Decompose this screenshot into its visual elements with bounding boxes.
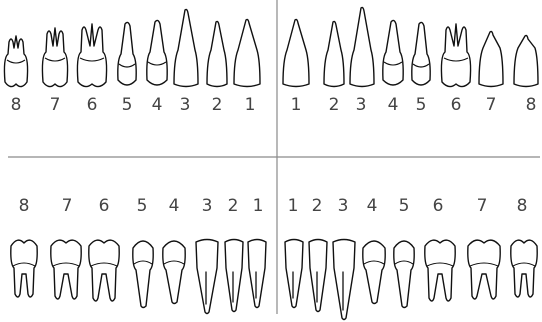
upper-left-tooth-number-7: 2 — [212, 95, 223, 115]
lower-right-tooth-number-7: 7 — [477, 196, 488, 216]
lower-right-tooth-number-8: 8 — [517, 196, 528, 216]
lower-right-tooth-8 — [511, 240, 537, 297]
upper-right-tooth-2 — [324, 21, 344, 86]
upper-left-tooth-7 — [207, 21, 227, 86]
lower-right-tooth-number-3: 3 — [338, 196, 349, 216]
lower-right-tooth-5 — [394, 241, 414, 308]
upper-right-tooth-5 — [412, 22, 430, 85]
lower-right-tooth-1 — [285, 240, 303, 308]
lower-right-tooth-2 — [309, 240, 327, 312]
upper-right-tooth-number-6: 6 — [451, 95, 462, 115]
lower-right-tooth-3 — [333, 240, 355, 320]
lower-left-tooth-7 — [225, 240, 243, 312]
upper-left-tooth-number-4: 5 — [122, 95, 133, 115]
upper-left-tooth-1 — [4, 36, 27, 87]
upper-left-tooth-number-3: 6 — [87, 95, 98, 115]
upper-left-tooth-number-6: 3 — [180, 95, 191, 115]
lower-right-tooth-4 — [363, 241, 385, 304]
lower-right-tooth-6 — [425, 240, 455, 301]
upper-left-tooth-2 — [42, 28, 67, 87]
upper-left-tooth-number-8: 1 — [245, 95, 256, 115]
upper-left-tooth-number-5: 4 — [152, 95, 163, 115]
lower-left-tooth-1 — [11, 240, 37, 297]
lower-left-tooth-number-6: 3 — [202, 196, 213, 216]
lower-right-tooth-7 — [468, 240, 500, 299]
upper-right-tooth-number-7: 7 — [486, 95, 497, 115]
upper-right-tooth-number-5: 5 — [416, 95, 427, 115]
lower-left-tooth-5 — [163, 241, 185, 304]
lower-left-tooth-8 — [248, 240, 266, 308]
upper-left-tooth-4 — [118, 22, 136, 85]
upper-right-tooth-number-3: 3 — [356, 95, 367, 115]
upper-right-tooth-number-8: 8 — [526, 95, 537, 115]
upper-left-tooth-number-2: 7 — [50, 95, 61, 115]
lower-left-tooth-2 — [51, 240, 81, 299]
upper-right-tooth-8 — [514, 35, 538, 86]
lower-left-tooth-number-2: 7 — [62, 196, 73, 216]
lower-left-tooth-number-3: 6 — [99, 196, 110, 216]
lower-right-tooth-number-5: 5 — [399, 196, 410, 216]
lower-left-tooth-number-8: 1 — [253, 196, 264, 216]
lower-left-tooth-number-7: 2 — [228, 196, 239, 216]
lower-teeth — [11, 240, 537, 320]
upper-right-tooth-3 — [350, 7, 374, 86]
upper-left-tooth-number-1: 8 — [11, 95, 22, 115]
upper-right-tooth-6 — [441, 24, 470, 87]
upper-teeth — [4, 7, 538, 86]
lower-right-tooth-number-2: 2 — [312, 196, 323, 216]
lower-right-tooth-number-1: 1 — [288, 196, 299, 216]
lower-left-tooth-number-5: 4 — [169, 196, 180, 216]
lower-right-tooth-number-4: 4 — [367, 196, 378, 216]
upper-right-tooth-number-1: 1 — [291, 95, 302, 115]
lower-left-tooth-6 — [196, 240, 218, 314]
upper-left-tooth-6 — [174, 9, 198, 86]
lower-left-tooth-4 — [133, 241, 153, 308]
upper-left-tooth-8 — [234, 19, 260, 86]
lower-left-tooth-number-4: 5 — [137, 196, 148, 216]
upper-right-tooth-number-2: 2 — [329, 95, 340, 115]
upper-left-tooth-5 — [147, 20, 167, 85]
upper-right-tooth-7 — [479, 31, 503, 86]
upper-right-tooth-number-4: 4 — [388, 95, 399, 115]
upper-right-tooth-4 — [383, 20, 403, 85]
lower-left-tooth-number-1: 8 — [19, 196, 30, 216]
lower-right-tooth-number-6: 6 — [433, 196, 444, 216]
upper-left-tooth-3 — [77, 24, 106, 87]
lower-left-tooth-3 — [89, 240, 119, 301]
upper-right-tooth-1 — [283, 19, 309, 86]
